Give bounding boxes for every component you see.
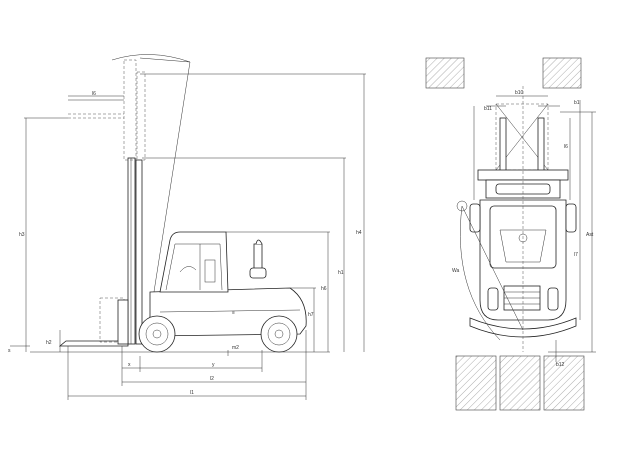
- label-l7: l7: [574, 252, 578, 258]
- label-b1: b1: [574, 100, 580, 106]
- label-l1: l1: [190, 390, 194, 396]
- label-s: s: [8, 348, 11, 354]
- top-dimensions: [473, 95, 596, 362]
- label-l6: l6: [92, 91, 96, 97]
- top-labels: b11 b10 l6 b1 Ast Wa l7 b12: [452, 90, 594, 368]
- label-m2: m2: [232, 345, 239, 351]
- label-h6: h6: [321, 286, 327, 292]
- obstacle-bottom-center: [499, 355, 541, 411]
- svg-text:≡: ≡: [232, 310, 235, 316]
- forks-raised: [68, 99, 124, 119]
- label-ast: Ast: [586, 232, 594, 238]
- obstacle-bottom-right: [543, 355, 585, 411]
- label-y: y: [212, 362, 215, 368]
- label-l6-top: l6: [564, 144, 568, 150]
- obstacle-top-right: [542, 57, 582, 89]
- side-view: ≡: [8, 54, 366, 400]
- top-view: b11 b10 l6 b1 Ast Wa l7 b12: [425, 57, 596, 411]
- label-b11: b11: [484, 106, 492, 112]
- label-h3: h3: [19, 232, 25, 238]
- label-l2: l2: [210, 376, 214, 382]
- label-h2: h2: [46, 340, 52, 346]
- label-wa: Wa: [452, 268, 460, 274]
- label-b12: b12: [556, 362, 565, 368]
- mast: [111, 54, 191, 345]
- obstacle-bottom-left: [455, 355, 497, 411]
- label-x: x: [128, 362, 131, 368]
- front-wheel: [138, 315, 176, 353]
- label-b10: b10: [515, 90, 524, 96]
- side-dimensions: [10, 73, 366, 400]
- label-h7: h7: [308, 312, 314, 318]
- side-labels: l6 h3 h4 h1 h6 h7 h2 s m2 x y l2 l1: [8, 91, 362, 396]
- rear-wheel: [260, 315, 298, 353]
- label-h4: h4: [356, 230, 362, 236]
- label-h1: h1: [338, 270, 344, 276]
- obstacle-top-left: [425, 57, 465, 89]
